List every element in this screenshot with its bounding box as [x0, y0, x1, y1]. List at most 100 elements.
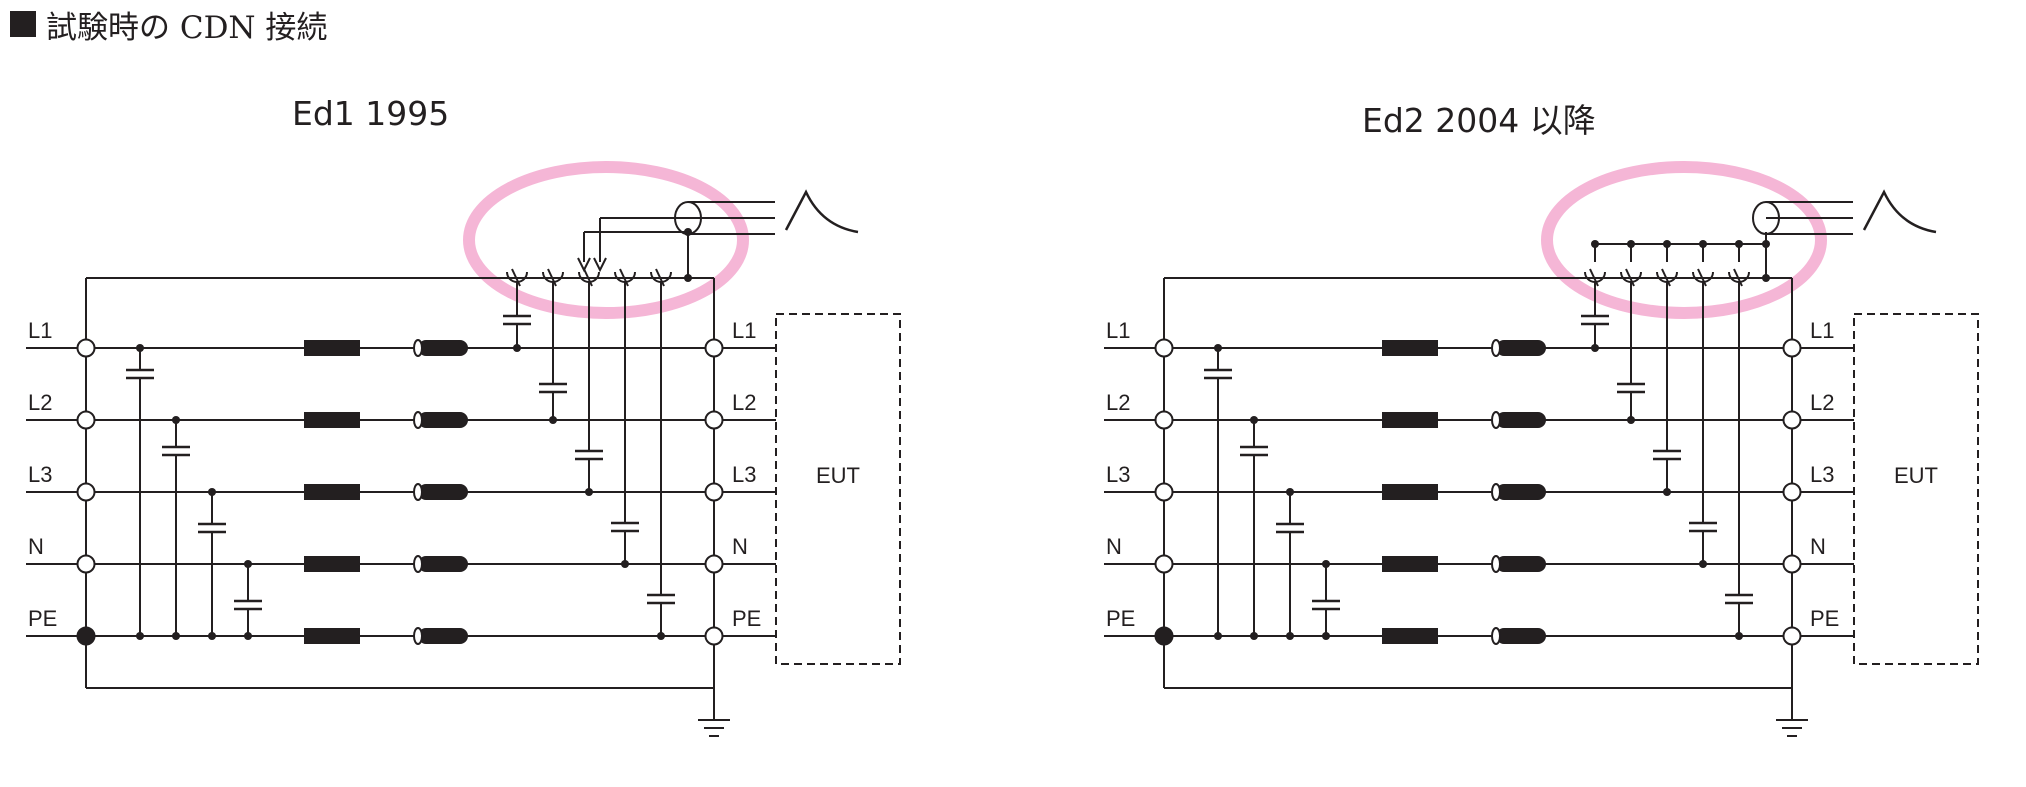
choke-end: [1491, 339, 1501, 357]
series-inductor: [304, 412, 360, 428]
junction-dot: [1699, 240, 1707, 248]
line-label-right: PE: [1810, 606, 1839, 631]
series-inductor: [304, 556, 360, 572]
coupling-element-icon: [1661, 268, 1671, 287]
terminal: [704, 554, 724, 574]
arrow-icon: [577, 257, 591, 273]
junction-dot: [684, 228, 692, 236]
choke-end: [1491, 555, 1501, 573]
common-mode-choke: [418, 484, 468, 500]
junction-dot: [621, 560, 629, 568]
terminal: [76, 338, 96, 358]
heading-square-icon: [10, 11, 36, 37]
line-label-left: N: [28, 534, 44, 559]
choke-end: [1491, 411, 1501, 429]
arrow-icon: [593, 257, 607, 273]
junction-dot: [1591, 344, 1599, 352]
junction-dot: [1735, 632, 1743, 640]
terminal: [76, 554, 96, 574]
line-label-left: L2: [1106, 390, 1130, 415]
line-label-right: L2: [732, 390, 756, 415]
line-label-right: L2: [1810, 390, 1834, 415]
terminal: [1154, 626, 1174, 646]
series-inductor: [304, 628, 360, 644]
line-label-left: L1: [28, 318, 52, 343]
junction-dot: [1762, 240, 1770, 248]
junction-dot: [1663, 240, 1671, 248]
terminal: [1782, 482, 1802, 502]
choke-end: [1491, 627, 1501, 645]
line-label-left: L1: [1106, 318, 1130, 343]
line-label-right: N: [732, 534, 748, 559]
common-mode-choke: [1496, 556, 1546, 572]
junction-dot: [657, 632, 665, 640]
coupling-element-icon: [655, 268, 665, 287]
series-inductor: [1382, 484, 1438, 500]
terminal: [704, 482, 724, 502]
line-label-left: L3: [28, 462, 52, 487]
choke-end: [1491, 483, 1501, 501]
terminal: [1154, 482, 1174, 502]
common-mode-choke: [418, 340, 468, 356]
eut-label: EUT: [816, 463, 860, 488]
junction-dot: [1699, 560, 1707, 568]
terminal: [76, 410, 96, 430]
line-label-left: L2: [28, 390, 52, 415]
terminal: [1782, 554, 1802, 574]
series-inductor: [1382, 340, 1438, 356]
common-mode-choke: [418, 412, 468, 428]
common-mode-choke: [1496, 412, 1546, 428]
junction-dot: [585, 488, 593, 496]
line-label-left: PE: [1106, 606, 1135, 631]
terminal: [704, 410, 724, 430]
junction-dot: [684, 274, 692, 282]
surge-waveform-icon: [1862, 189, 1937, 234]
junction-dot: [549, 416, 557, 424]
panel-title-ed1: Ed1 1995: [292, 94, 450, 133]
eut-box: [1853, 313, 1979, 665]
line-label-left: L3: [1106, 462, 1130, 487]
terminal: [76, 626, 96, 646]
line-label-right: PE: [732, 606, 761, 631]
coupling-element-icon: [1733, 268, 1743, 287]
page-title: 試験時の CDN 接続: [46, 9, 328, 46]
junction-dot: [513, 344, 521, 352]
choke-end: [413, 339, 423, 357]
series-inductor: [1382, 412, 1438, 428]
coupling-element-icon: [619, 268, 629, 287]
page-heading: 試験時の CDN 接続: [10, 2, 327, 46]
coupling-element-icon: [1589, 268, 1599, 287]
line-label-right: L3: [1810, 462, 1834, 487]
terminal: [76, 482, 96, 502]
junction-dot: [1663, 488, 1671, 496]
line-label-right: L1: [1810, 318, 1834, 343]
line-label-left: PE: [28, 606, 57, 631]
coupling-element-icon: [547, 268, 557, 287]
terminal: [1782, 338, 1802, 358]
choke-end: [413, 555, 423, 573]
coupling-element-icon: [1697, 268, 1707, 287]
common-mode-choke: [1496, 628, 1546, 644]
eut-box: [775, 313, 901, 665]
terminal: [1154, 338, 1174, 358]
line-label-right: L1: [732, 318, 756, 343]
junction-dot: [1627, 416, 1635, 424]
common-mode-choke: [1496, 484, 1546, 500]
common-mode-choke: [418, 556, 468, 572]
highlight-ellipse: [1541, 161, 1827, 319]
choke-end: [413, 411, 423, 429]
common-mode-choke: [418, 628, 468, 644]
terminal: [704, 338, 724, 358]
series-inductor: [1382, 556, 1438, 572]
terminal: [1782, 626, 1802, 646]
junction-dot: [1735, 240, 1743, 248]
line-label-right: L3: [732, 462, 756, 487]
panel-title-ed2: Ed2 2004 以降: [1362, 101, 1596, 140]
junction-dot: [1591, 240, 1599, 248]
junction-dot: [1762, 274, 1770, 282]
common-mode-choke: [1496, 340, 1546, 356]
coupling-element-icon: [583, 268, 593, 287]
